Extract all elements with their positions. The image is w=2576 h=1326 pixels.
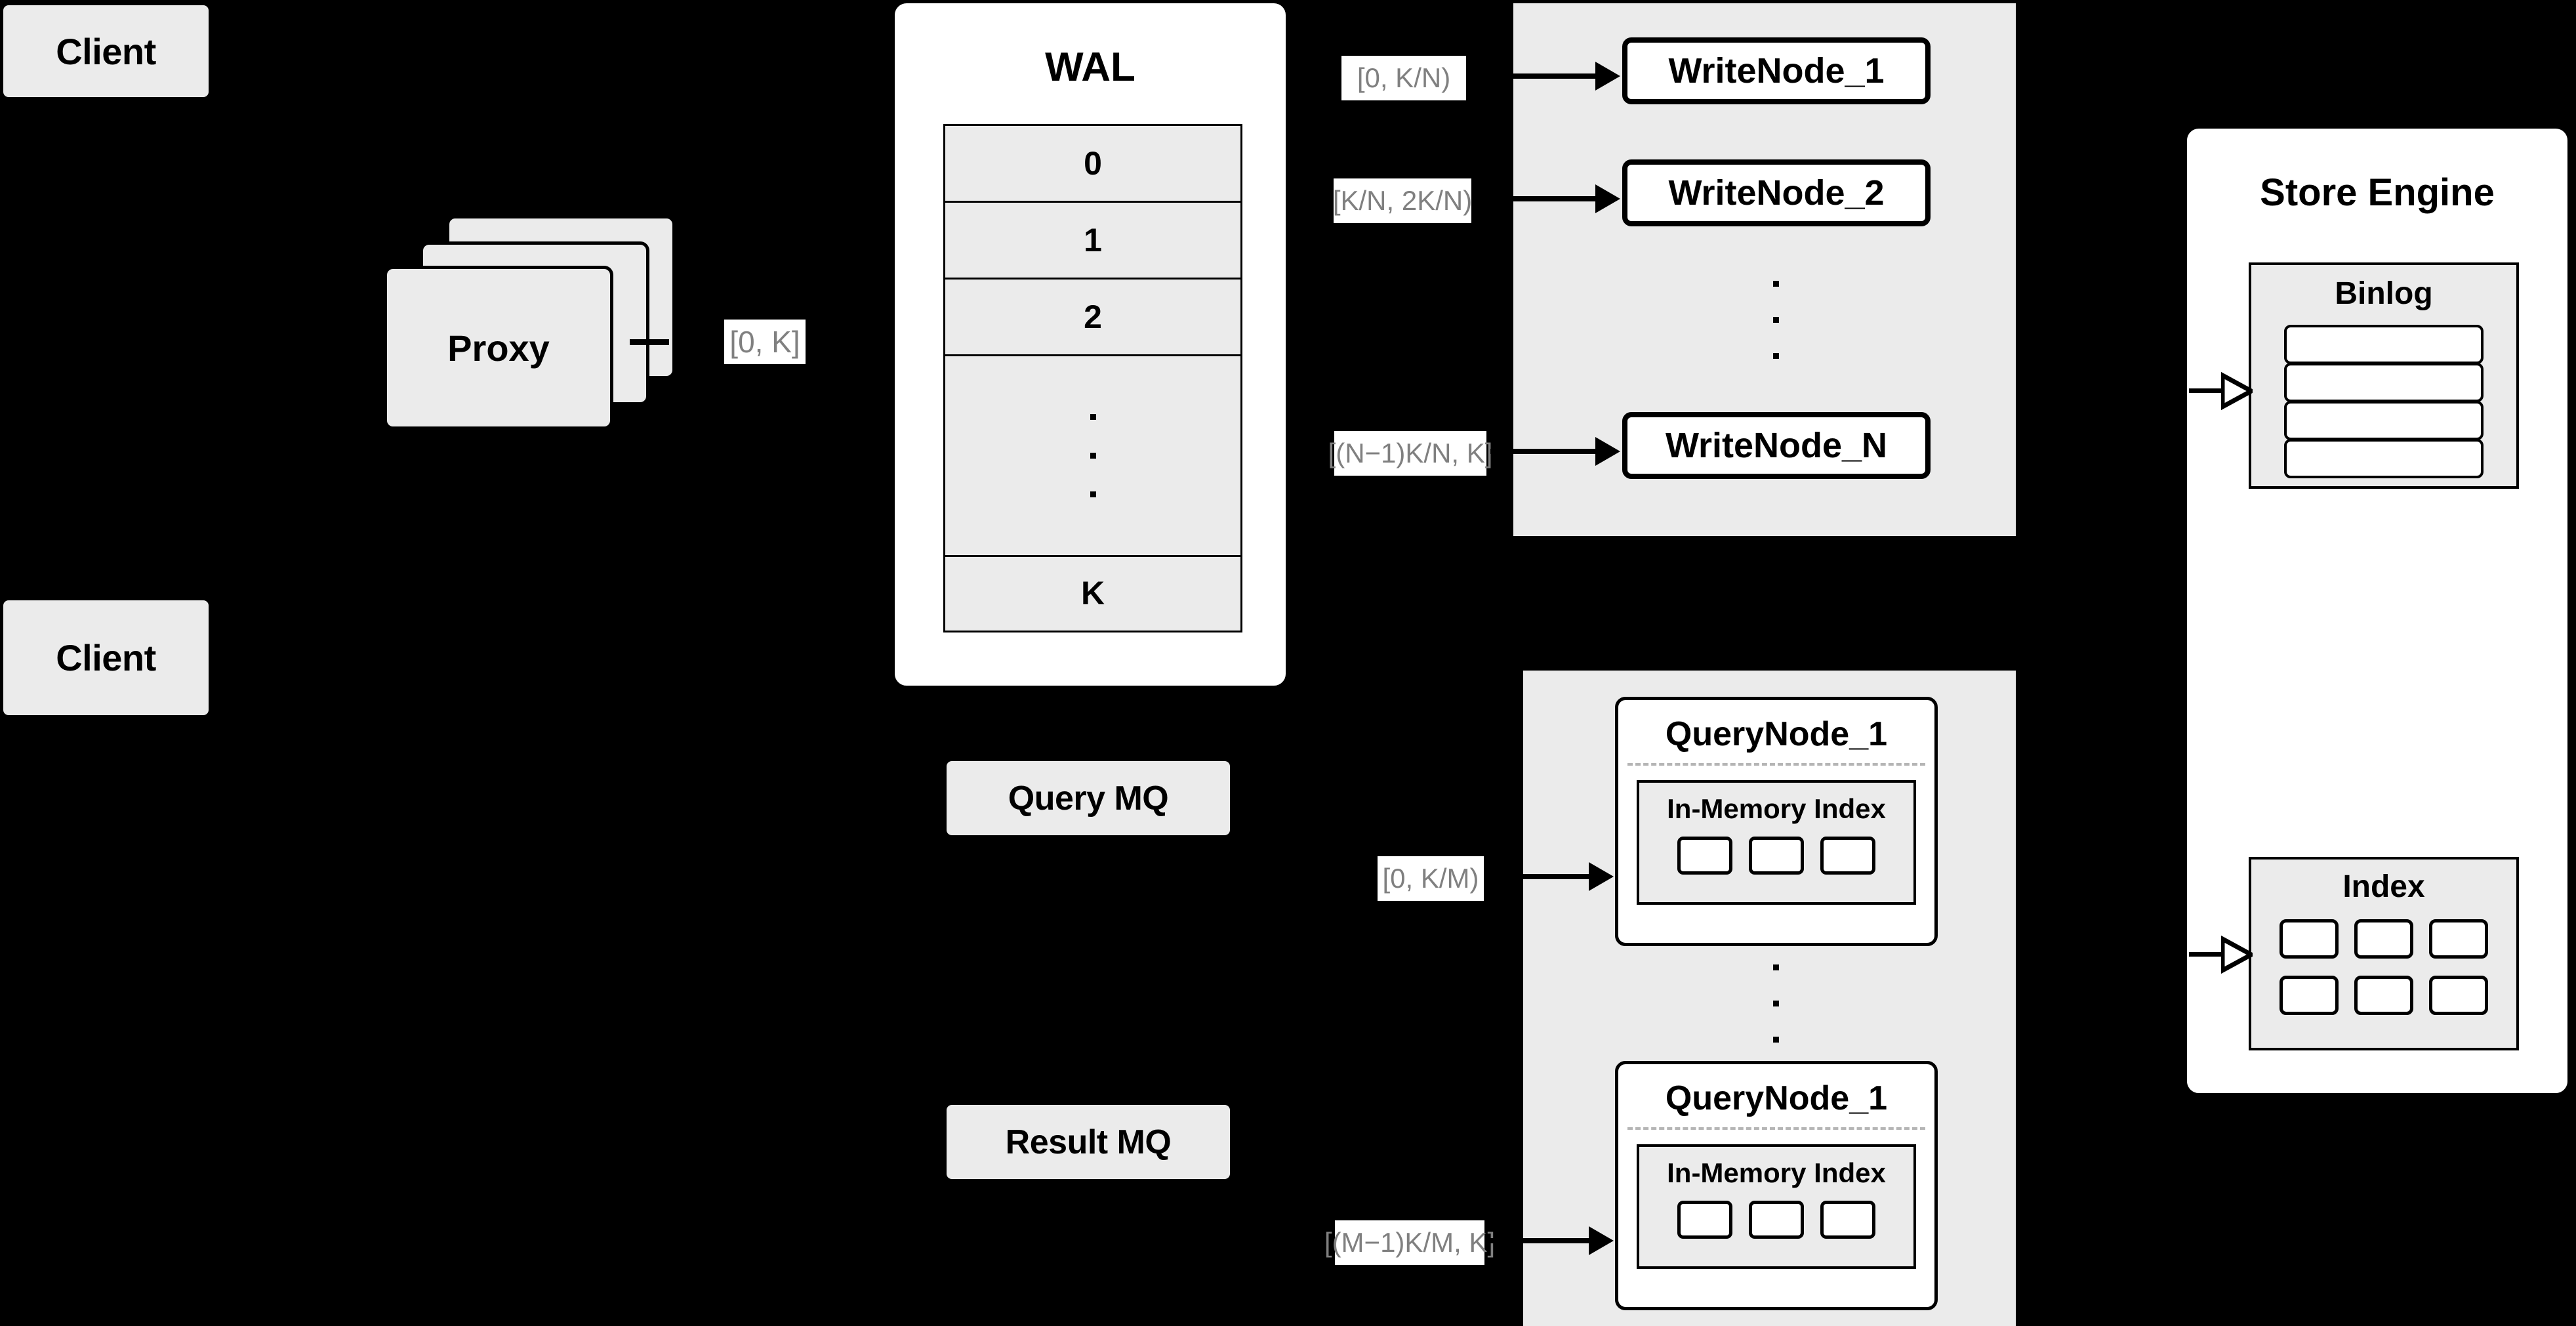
query-node-group-ellipsis-icon bbox=[1773, 964, 1779, 1043]
index-row bbox=[2280, 976, 2488, 1015]
edge-label-write-node-2-text: [K/N, 2K/N) bbox=[1332, 185, 1473, 216]
index-cell[interactable] bbox=[2280, 976, 2339, 1015]
wal-panel: WAL 0 1 2 K bbox=[895, 3, 1286, 686]
query-node-m-title: QueryNode_1 bbox=[1665, 1079, 1888, 1117]
write-node-1[interactable]: WriteNode_1 bbox=[1622, 37, 1931, 104]
index-cell[interactable] bbox=[2429, 919, 2488, 959]
binlog-row[interactable] bbox=[2284, 439, 2484, 478]
write-node-2[interactable]: WriteNode_2 bbox=[1622, 159, 1931, 226]
index-cell[interactable] bbox=[1749, 1201, 1804, 1239]
proxy-node[interactable]: Proxy bbox=[384, 266, 613, 430]
edge-label-proxy-to-wal-text: [0, K] bbox=[729, 325, 800, 359]
wal-row: 1 bbox=[945, 203, 1240, 280]
arrowhead-write-node-1-icon bbox=[1595, 62, 1620, 91]
binlog-row[interactable] bbox=[2284, 401, 2484, 440]
index-cell[interactable] bbox=[2354, 919, 2413, 959]
write-node-group-ellipsis-icon bbox=[1773, 281, 1779, 359]
index-row bbox=[2280, 919, 2488, 959]
wal-row-label: 1 bbox=[1084, 222, 1102, 259]
wal-row: K bbox=[945, 557, 1240, 629]
index-cell[interactable] bbox=[1820, 837, 1875, 875]
edge-label-proxy-to-wal: [0, K] bbox=[724, 320, 806, 364]
arrow-to-query-node-1 bbox=[1489, 874, 1589, 879]
client-node-1-label: Client bbox=[56, 30, 156, 72]
wal-row-label: 0 bbox=[1084, 145, 1102, 182]
index-cell[interactable] bbox=[1820, 1201, 1875, 1239]
index-cell[interactable] bbox=[1677, 1201, 1732, 1239]
edge-label-write-node-n: [(N−1)K/N, K] bbox=[1328, 431, 1492, 476]
client-node-1[interactable]: Client bbox=[3, 5, 209, 97]
query-node-m-divider bbox=[1627, 1127, 1925, 1130]
index-grid bbox=[2251, 919, 2516, 1015]
wal-row: 0 bbox=[945, 126, 1240, 203]
index-cell[interactable] bbox=[1749, 837, 1804, 875]
edge-label-query-node-1-text: [0, K/M) bbox=[1382, 863, 1479, 894]
wal-table: 0 1 2 K bbox=[943, 124, 1242, 632]
in-memory-index-m: In-Memory Index bbox=[1637, 1144, 1916, 1269]
result-mq-label: Result MQ bbox=[1005, 1123, 1172, 1161]
arrowhead-binlog-open-icon bbox=[2221, 371, 2253, 411]
query-mq-label: Query MQ bbox=[1008, 779, 1169, 818]
in-memory-index-1-title: In-Memory Index bbox=[1667, 793, 1886, 824]
index-panel: Index bbox=[2249, 857, 2519, 1050]
query-node-m[interactable]: QueryNode_1 In-Memory Index bbox=[1615, 1061, 1938, 1310]
query-node-1[interactable]: QueryNode_1 In-Memory Index bbox=[1615, 697, 1938, 946]
edge-label-query-node-m-text: [(M−1)K/M, K] bbox=[1324, 1227, 1496, 1258]
wal-row-ellipsis bbox=[945, 356, 1240, 557]
arrow-to-index bbox=[2189, 952, 2227, 957]
write-node-n[interactable]: WriteNode_N bbox=[1622, 412, 1931, 479]
write-node-2-label: WriteNode_2 bbox=[1668, 173, 1885, 213]
index-cell[interactable] bbox=[1677, 837, 1732, 875]
arrowhead-write-node-2-icon bbox=[1595, 184, 1620, 213]
arrowhead-query-node-m-icon bbox=[1589, 1226, 1614, 1255]
arrow-to-binlog bbox=[2189, 388, 2227, 393]
in-memory-index-m-title: In-Memory Index bbox=[1667, 1157, 1886, 1188]
arrow-to-write-node-1 bbox=[1471, 73, 1595, 79]
index-cell[interactable] bbox=[2354, 976, 2413, 1015]
binlog-row[interactable] bbox=[2284, 363, 2484, 402]
edge-label-query-node-m: [(M−1)K/M, K] bbox=[1324, 1220, 1495, 1265]
binlog-rows bbox=[2284, 325, 2484, 478]
arrow-to-write-node-2 bbox=[1476, 196, 1595, 201]
write-node-n-label: WriteNode_N bbox=[1665, 426, 1888, 465]
arrow-to-query-node-m bbox=[1489, 1238, 1589, 1243]
wal-title: WAL bbox=[1045, 45, 1135, 90]
query-node-1-divider bbox=[1627, 763, 1925, 766]
client-node-2[interactable]: Client bbox=[3, 600, 209, 715]
edge-label-write-node-1: [0, K/N) bbox=[1341, 56, 1466, 100]
in-memory-index-1-cells bbox=[1639, 837, 1913, 875]
arrowhead-index-open-icon bbox=[2221, 935, 2253, 974]
client-node-2-label: Client bbox=[56, 637, 156, 678]
index-cell[interactable] bbox=[2280, 919, 2339, 959]
store-engine-title: Store Engine bbox=[2260, 171, 2495, 214]
edge-label-query-node-1: [0, K/M) bbox=[1378, 856, 1484, 901]
query-mq-node[interactable]: Query MQ bbox=[947, 761, 1230, 835]
binlog-row[interactable] bbox=[2284, 325, 2484, 364]
write-node-1-label: WriteNode_1 bbox=[1668, 51, 1885, 91]
index-title: Index bbox=[2342, 869, 2425, 904]
vertical-ellipsis-icon bbox=[1090, 356, 1096, 555]
edge-label-write-node-n-text: [(N−1)K/N, K] bbox=[1328, 438, 1493, 468]
result-mq-node[interactable]: Result MQ bbox=[947, 1105, 1230, 1179]
binlog-panel: Binlog bbox=[2249, 262, 2519, 489]
wal-row: 2 bbox=[945, 280, 1240, 356]
query-node-1-title: QueryNode_1 bbox=[1665, 715, 1888, 753]
arrowhead-query-node-1-icon bbox=[1589, 862, 1614, 891]
wal-row-label: 2 bbox=[1084, 299, 1102, 335]
wal-row-label: K bbox=[1080, 575, 1105, 611]
edge-label-write-node-2: [K/N, 2K/N) bbox=[1332, 178, 1473, 223]
proxy-wal-connector bbox=[630, 339, 669, 345]
arrow-to-write-node-n bbox=[1490, 449, 1595, 454]
in-memory-index-1: In-Memory Index bbox=[1637, 780, 1916, 905]
index-cell[interactable] bbox=[2429, 976, 2488, 1015]
edge-label-write-node-1-text: [0, K/N) bbox=[1357, 62, 1451, 93]
in-memory-index-m-cells bbox=[1639, 1201, 1913, 1239]
binlog-title: Binlog bbox=[2335, 276, 2433, 311]
proxy-label: Proxy bbox=[447, 327, 550, 369]
arrowhead-write-node-n-icon bbox=[1595, 437, 1620, 466]
